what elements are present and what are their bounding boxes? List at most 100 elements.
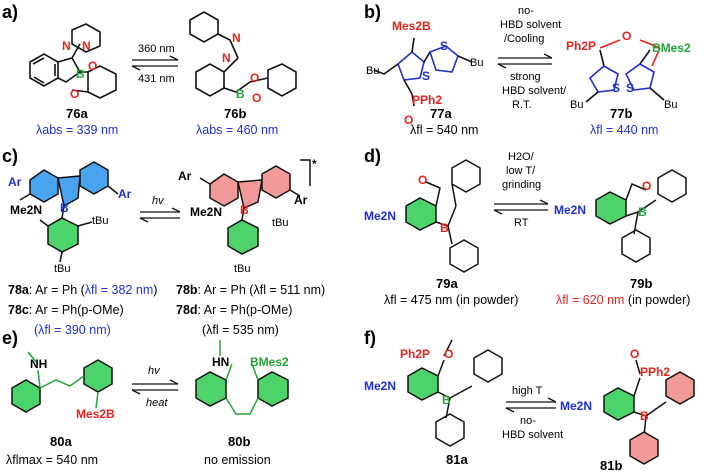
arrow-a-top: 360 nm: [138, 43, 175, 55]
lambda-77b: λfl = 440 nm: [590, 123, 658, 137]
structure-78-left: [19, 161, 119, 263]
compound-79b: 79b: [630, 276, 652, 291]
atom-o1: O: [88, 59, 97, 73]
lambda-76a: λabs = 339 nm: [36, 123, 118, 137]
atom-77a-mes2b: Mes2B: [392, 19, 431, 33]
structure-80b: [195, 340, 289, 415]
atom-80b-hn: HN: [212, 355, 229, 369]
atom-81a-ph2p: Ph2P: [400, 347, 430, 361]
panel-b: b) Mes2B Bu S S Bu PPh2 O 77a λfl = 540 …: [364, 2, 691, 137]
atom-78-tbu2: tBu: [54, 263, 71, 275]
compound-76a: 76a: [66, 106, 88, 121]
atom-81b-me2n: Me2N: [560, 399, 592, 413]
lambda-79a: λfl = 475 nm (in powder): [384, 293, 518, 307]
arrow-f-top: high T: [512, 385, 543, 397]
atom-77a-s1: S: [422, 69, 430, 83]
arrow-b-top-3: /Cooling: [504, 33, 544, 45]
panel-d-label: d): [364, 146, 381, 166]
atom-77b-s1: S: [612, 81, 620, 95]
compound-81b: 81b: [600, 458, 622, 473]
compound-77b: 77b: [610, 106, 632, 121]
atom-78-ar2: Ar: [118, 187, 132, 201]
panel-e-label: e): [2, 328, 18, 348]
arrow-b-top-1: no-: [518, 5, 534, 17]
atom-81b-b: B: [640, 409, 649, 423]
lambda-78d: (λfl = 535 nm): [202, 323, 279, 337]
atom-78r-tbu1: tBu: [272, 217, 289, 229]
arrow-e-top: hv: [148, 365, 161, 377]
atom-78r-b: B: [240, 203, 249, 217]
atom-77b-bu1: Bu: [570, 99, 583, 111]
atom-81b-pph2: PPh2: [640, 365, 670, 379]
atom-76b-n2: N: [222, 51, 231, 65]
structure-76a: [29, 23, 117, 99]
atom-80b-bmes2: BMes2: [250, 355, 289, 369]
panel-a-label: a): [2, 2, 18, 22]
atom-78-ar1: Ar: [8, 175, 22, 189]
lambda-77a: λfl = 540 nm: [410, 123, 478, 137]
arrow-b-bot-1: strong: [510, 71, 541, 83]
atom-78r-ar1: Ar: [178, 169, 192, 183]
structure-77b: [585, 39, 665, 103]
compound-79a: 79a: [436, 276, 458, 291]
equilibrium-arrow-e: [131, 379, 179, 395]
atom-78r-tbu2: tBu: [234, 263, 251, 275]
atom-77a-s2: S: [440, 39, 448, 53]
atom-76b-o2: O: [252, 91, 261, 105]
atom-81a-me2n: Me2N: [364, 379, 396, 393]
atom-77b-o: O: [622, 29, 631, 43]
compound-80a: 80a: [50, 434, 72, 449]
atom-77b-bmes2: BMes2: [652, 41, 691, 55]
compound-80b: 80b: [228, 434, 250, 449]
atom-81a-b: B: [442, 393, 451, 407]
atom-78r-star: *: [312, 157, 317, 171]
atom-77b-bu2: Bu: [664, 99, 677, 111]
arrow-b-bot-3: R.T.: [512, 99, 532, 111]
atom-81b-o: O: [630, 347, 639, 361]
atom-79a-o: O: [418, 173, 427, 187]
atom-76b-n1: N: [232, 31, 241, 45]
structure-78-right: [199, 159, 311, 255]
structure-81a: [407, 339, 503, 447]
lambda-76b: λabs = 460 nm: [196, 123, 278, 137]
atom-n1: N: [62, 39, 71, 53]
panel-c-label: c): [2, 146, 18, 166]
atom-77a-bu2: Bu: [470, 57, 483, 69]
equilibrium-arrow-d: [493, 199, 549, 215]
atom-78-me2n: Me2N: [10, 203, 42, 217]
entry-78b: 78b: Ar = Ph (λfl = 511 nm): [176, 283, 325, 297]
lambda-80a: λflmax = 540 nm: [6, 453, 98, 467]
lambda-80b: no emission: [204, 453, 271, 467]
panel-d: d) O Me2N B 79a λfl = 475 nm (in powder)…: [364, 146, 690, 307]
atom-77b-s2: S: [626, 81, 634, 95]
panel-f: f) Ph2P O Me2N B 81a high T no- HBD solv…: [364, 328, 695, 473]
entry-78c: 78c: Ar = Ph(p-OMe): [8, 303, 124, 317]
equilibrium-arrow-b: [497, 53, 553, 69]
structure-76b: [189, 11, 297, 97]
atom-76b-o1: O: [250, 71, 259, 85]
panel-f-label: f): [364, 328, 376, 348]
atom-79b-me2n: Me2N: [554, 203, 586, 217]
equilibrium-arrow-c: [139, 207, 181, 223]
panel-b-label: b): [364, 2, 381, 22]
structure-79b: [595, 169, 687, 263]
atom-79b-o: O: [642, 179, 651, 193]
arrow-a-bottom: 431 nm: [138, 73, 175, 85]
equilibrium-arrow-f: [505, 397, 557, 413]
panel-c: c) Ar Ar Me2N B tBu tBu hv Ar Ar: [2, 146, 325, 337]
atom-78-b: B: [60, 201, 69, 215]
equilibrium-arrow-a: [131, 55, 179, 71]
atom-79a-b: B: [440, 221, 449, 235]
atom-78r-ar2: Ar: [294, 193, 308, 207]
atom-78r-me2n: Me2N: [190, 205, 222, 219]
atom-77a-bu1: Bu: [366, 65, 379, 77]
atom-79b-b: B: [638, 205, 647, 219]
atom-77a-pph2: PPh2: [412, 93, 442, 107]
arrow-d-top-2: low T/: [506, 165, 536, 177]
atom-77b-ph2p: Ph2P: [566, 39, 596, 53]
atom-o2: O: [70, 87, 79, 101]
atom-80a-mes2b: Mes2B: [76, 407, 115, 421]
arrow-d-top-3: grinding: [502, 179, 541, 191]
structure-77a: [373, 37, 473, 107]
